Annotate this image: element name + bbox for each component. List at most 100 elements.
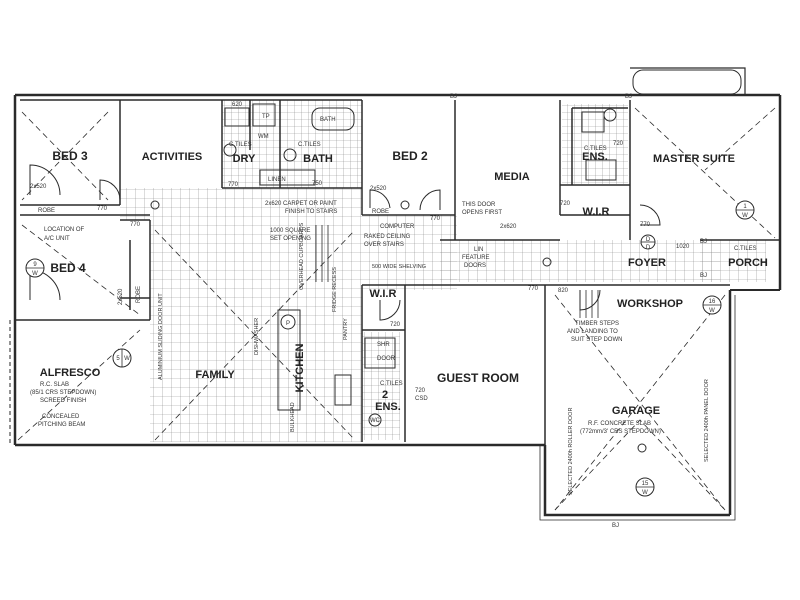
dim-770e: 770 [528, 286, 539, 292]
note-opening-1: 1000 SQUARE [270, 228, 310, 234]
note-timber-3: SUIT STEP DOWN [571, 337, 622, 343]
note-computer: COMPUTER [380, 224, 415, 230]
dim-620: 620 [232, 102, 243, 108]
room-porch: PORCH [728, 257, 768, 269]
dim-2x620: 2x620 [500, 224, 517, 230]
room-media: MEDIA [494, 171, 530, 183]
marker-top: 5 [116, 356, 120, 362]
stairs [315, 225, 599, 318]
ceiling-marker-alfresco: 5 W [112, 348, 132, 368]
marker-bottom: W [642, 490, 648, 496]
note-opening-2: SET OPENING [270, 236, 311, 242]
note-pitching-2: PITCHING BEAM [38, 422, 85, 428]
dim-750: 750 [312, 181, 323, 187]
note-location-ac-1: LOCATION OF [44, 227, 85, 233]
tiled-floors [120, 100, 766, 442]
note-fridge-recess: FRIDGE RECESS [332, 267, 338, 312]
room-guest-room: GUEST ROOM [437, 371, 519, 385]
marker-bottom: W [742, 213, 748, 219]
room-wir-master: W.I.R [583, 206, 610, 218]
interior-walls [20, 99, 780, 445]
ceiling-marker-bed4: 9 W [25, 258, 45, 278]
room-kitchen: KITCHEN [294, 344, 306, 393]
dim-820: 820 [558, 288, 569, 294]
note-dishwasher: DISHWASHER [254, 318, 260, 355]
note-shr: SHR [377, 342, 390, 348]
dim-2x520b: 2x520 [370, 186, 387, 192]
note-lin-feature-1: LIN [474, 247, 483, 253]
note-alfresco-1: R.C. SLAB [40, 382, 69, 388]
ceiling-marker-master: 1 W [735, 200, 755, 220]
note-robe-b: ROBE [372, 209, 389, 215]
note-c-tiles-bath: C.TILES [298, 142, 321, 148]
note-sliding-door: ALUMINIUM SLIDING DOOR UNIT [158, 293, 164, 380]
note-c-tiles-ens2: C.TILES [380, 381, 403, 387]
note-timber-1: TIMBER STEPS [575, 321, 619, 327]
marker-top: 1 [743, 204, 747, 210]
note-shelving: 500 WIDE SHELVING [372, 264, 426, 270]
note-c-tiles-porch: C.TILES [734, 246, 757, 252]
note-pitching-1: CONCEALED [42, 414, 80, 420]
dim-770a: 770 [97, 206, 108, 212]
note-bj3: BJ [700, 239, 707, 245]
outer-walls [9, 67, 782, 521]
marker-top: 15 [642, 481, 649, 487]
note-bj5: BJ [700, 273, 707, 279]
note-door-opens-2: OPENS FIRST [462, 210, 502, 216]
note-wc: WC [370, 418, 381, 424]
note-roller-door: SELECTED 2400h ROLLER DOOR [568, 408, 574, 495]
dim-csd: CSD [415, 396, 428, 402]
note-bath-tub: BATH [320, 117, 336, 123]
note-c-tiles-ens: C.TILES [584, 146, 607, 152]
room-ens2-num: 2 [382, 389, 388, 401]
marker-bottom: W [124, 356, 130, 362]
room-bed2: BED 2 [392, 149, 428, 163]
note-alfresco-3: SCREED FINISH [40, 398, 86, 404]
note-c-tiles-dry: C.TILES [229, 142, 252, 148]
room-ens: ENS. [582, 151, 608, 163]
fixtures [29, 103, 661, 453]
note-lin-feature-2: FEATURE [462, 255, 490, 261]
note-overhead-cupboards: OVERHEAD CUPBOARDS [299, 222, 305, 290]
marker-bottom: W [709, 308, 715, 314]
note-wm: WM [258, 134, 269, 140]
room-foyer: FOYER [628, 257, 666, 269]
note-door-opens-1: THIS DOOR [462, 202, 496, 208]
room-workshop: WORKSHOP [617, 298, 683, 310]
room-bath: BATH [303, 153, 333, 165]
dim-770b: 770 [228, 182, 239, 188]
dim-1020: 1020 [676, 244, 690, 250]
room-alfresco: ALFRESCO [40, 367, 101, 379]
note-carpet-2: FINISH TO STAIRS [285, 209, 337, 215]
marker-top: D [646, 237, 651, 243]
room-activities: ACTIVITIES [142, 151, 203, 163]
marker-bottom: D [646, 245, 651, 251]
marker-bottom: W [32, 271, 38, 277]
note-linen: LINEN [268, 177, 286, 183]
marker-top: P [286, 321, 290, 327]
dim-720a: 720 [613, 141, 624, 147]
dim-2x520c: 2x520 [118, 288, 124, 305]
note-location-ac-2: A/C UNIT [44, 236, 70, 242]
note-bj2: BJ [625, 94, 632, 100]
room-wir: W.I.R [370, 288, 397, 300]
marker-top: 16 [709, 299, 716, 305]
note-shr-door: DOOR [377, 356, 396, 362]
note-alfresco-2: (85/1 CRS STEPDOWN) [30, 390, 96, 396]
room-family: FAMILY [195, 369, 235, 381]
ceiling-marker-kitchen: P [280, 314, 296, 330]
dim-720d: 720 [560, 201, 571, 207]
note-bj1: BJ [450, 94, 457, 100]
room-master-suite: MASTER SUITE [653, 153, 735, 165]
note-robe-c: ROBE [136, 286, 142, 303]
room-bed3: BED 3 [52, 149, 88, 163]
note-panel-door: SELECTED 2400h PANEL DOOR [704, 379, 710, 462]
note-bulkhead: BULKHEAD [290, 402, 296, 432]
dim-720b: 720 [390, 322, 401, 328]
ceiling-marker-garage: 15 W [635, 477, 655, 497]
marker-top: 9 [33, 262, 37, 268]
note-raked-1: RAKED CEILING [364, 234, 411, 240]
note-carpet-1: 2x620 CARPET OR PAINT [265, 201, 337, 207]
note-raked-2: OVER STAIRS [364, 242, 404, 248]
